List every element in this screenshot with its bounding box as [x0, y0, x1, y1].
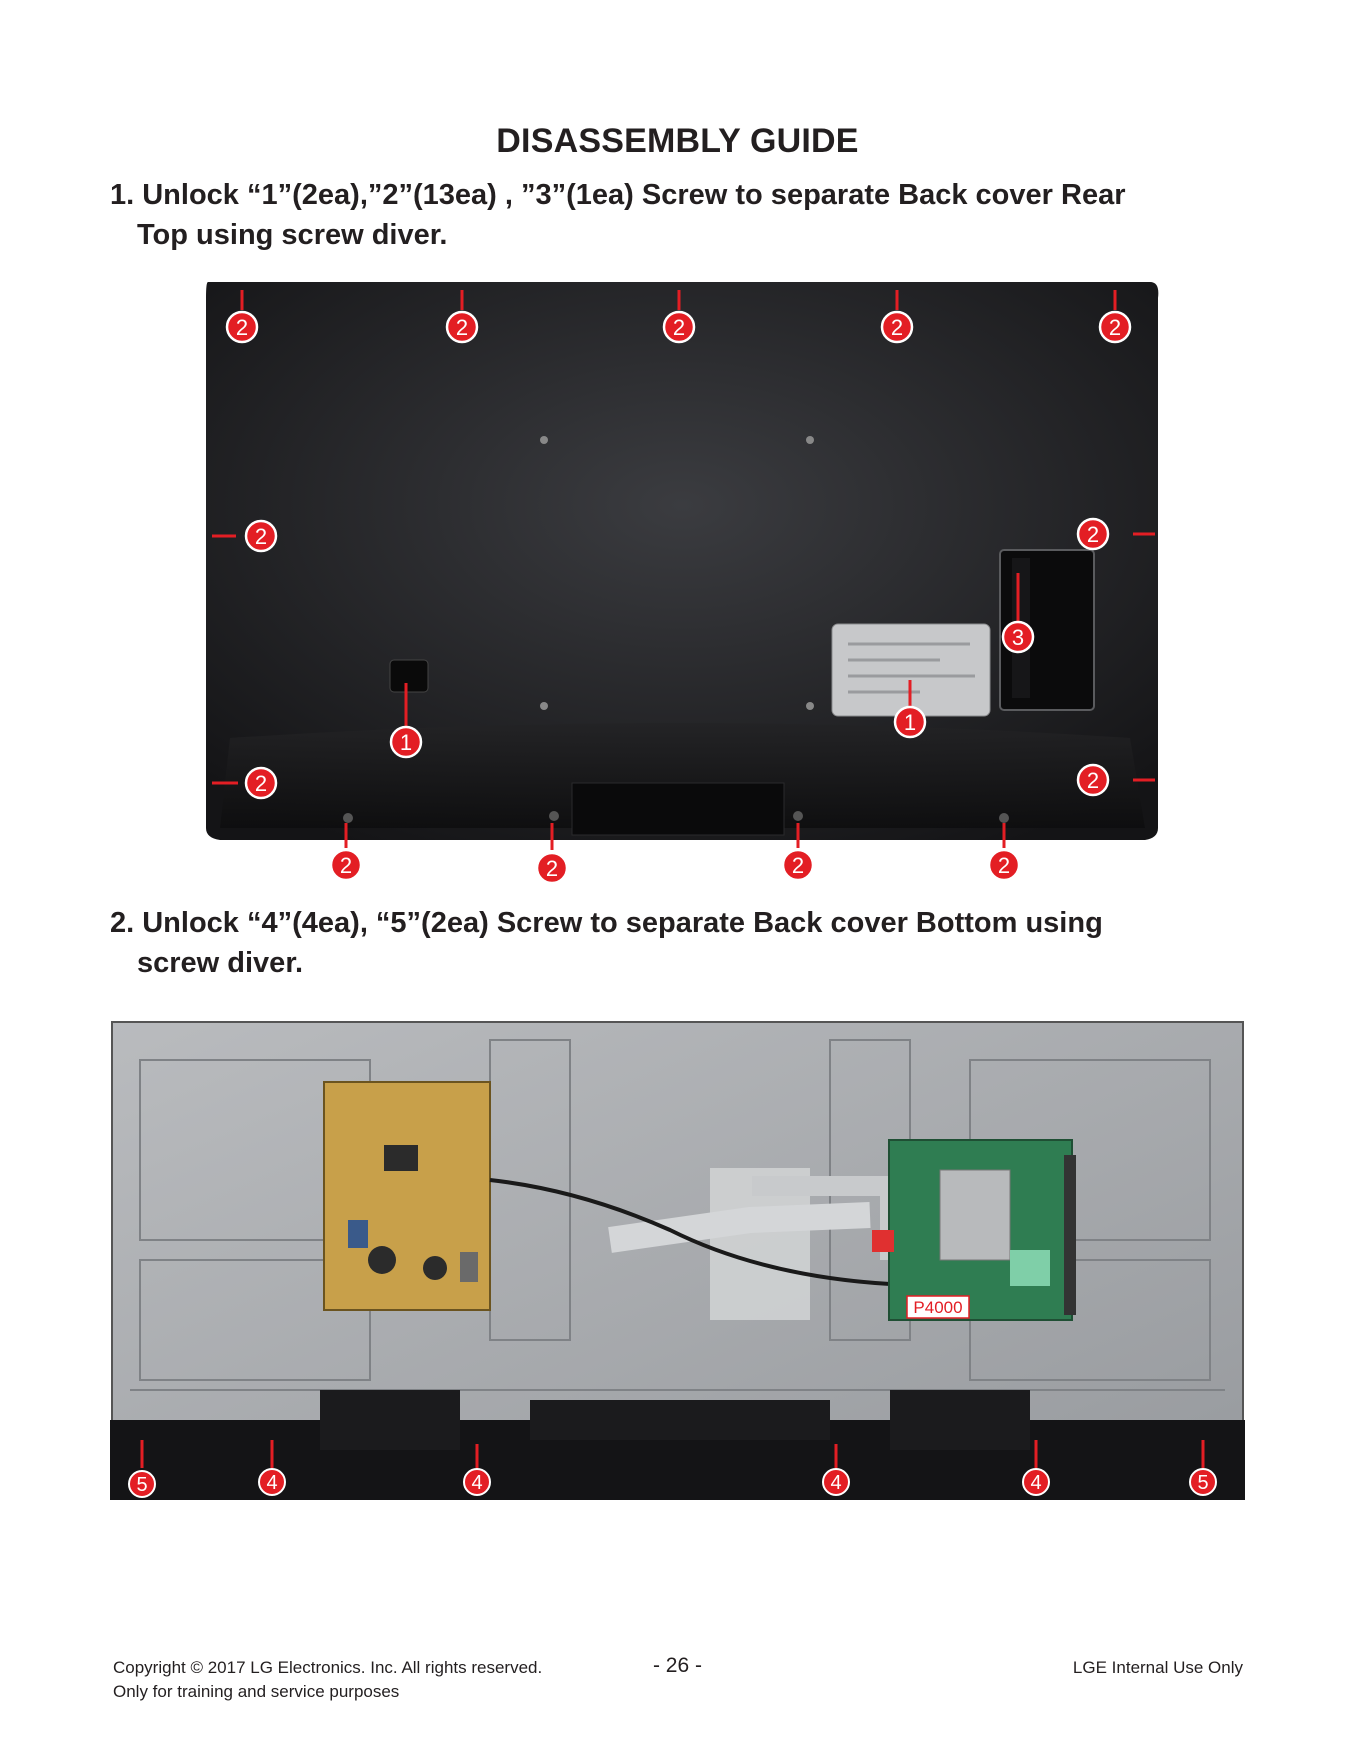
copyright-text: Copyright © 2017 LG Electronics. Inc. Al… — [113, 1658, 543, 1677]
stand-slot — [571, 782, 785, 836]
svg-text:1: 1 — [400, 730, 412, 755]
screw-marker-2: 2 — [225, 310, 259, 344]
svg-text:2: 2 — [792, 853, 804, 878]
screw-marker-4: 4 — [822, 1468, 850, 1496]
svg-text:5: 5 — [1197, 1472, 1208, 1494]
svg-text:2: 2 — [673, 315, 685, 340]
svg-text:2: 2 — [998, 853, 1010, 878]
svg-text:2: 2 — [546, 856, 558, 881]
screw-marker-2: 2 — [880, 310, 914, 344]
screw-marker-4: 4 — [1022, 1468, 1050, 1496]
svg-text:3: 3 — [1012, 625, 1024, 650]
step-1-line-1: 1. Unlock “1”(2ea),”2”(13ea) , ”3”(1ea) … — [110, 179, 1126, 211]
chassis-photo: P4000 5 4 4 4 4 5 — [110, 1021, 1245, 1500]
svg-text:4: 4 — [266, 1472, 277, 1494]
page-number: - 26 - — [652, 1654, 702, 1677]
svg-text:2: 2 — [456, 315, 468, 340]
step-1-instruction: 1. Unlock “1”(2ea),”2”(13ea) , ”3”(1ea) … — [110, 175, 1260, 255]
svg-text:4: 4 — [1030, 1472, 1041, 1494]
screw-marker-2: 2 — [329, 848, 363, 882]
footer-left: Copyright © 2017 LG Electronics. Inc. Al… — [113, 1656, 542, 1704]
svg-text:2: 2 — [1087, 522, 1099, 547]
screw-marker-2: 2 — [1076, 517, 1110, 551]
svg-text:2: 2 — [1109, 315, 1121, 340]
connector-label-p4000: P4000 — [906, 1295, 970, 1319]
svg-text:4: 4 — [830, 1472, 841, 1494]
svg-text:2: 2 — [236, 315, 248, 340]
step-1-line-2: Top using screw diver. — [137, 219, 448, 251]
svg-text:2: 2 — [1087, 768, 1099, 793]
internal-use-text: LGE Internal Use Only — [1072, 1658, 1243, 1677]
svg-text:2: 2 — [340, 853, 352, 878]
power-cable — [489, 1178, 911, 1287]
screw-marker-5: 5 — [128, 1470, 156, 1498]
screw-marker-2: 2 — [244, 766, 278, 800]
purpose-text: Only for training and service purposes — [113, 1682, 400, 1701]
svg-text:2: 2 — [255, 771, 267, 796]
screw-marker-2: 2 — [535, 851, 569, 885]
svg-text:4: 4 — [471, 1472, 482, 1494]
step-2-instruction: 2. Unlock “4”(4ea), “5”(2ea) Screw to se… — [110, 903, 1260, 983]
step-2-line-1: 2. Unlock “4”(4ea), “5”(2ea) Screw to se… — [110, 907, 1103, 939]
page-title: DISASSEMBLY GUIDE — [496, 122, 859, 160]
screw-marker-2: 2 — [1098, 310, 1132, 344]
screw-marker-2: 2 — [662, 310, 696, 344]
screw-marker-2: 2 — [445, 310, 479, 344]
screw-marker-1: 1 — [893, 705, 927, 739]
screw-marker-5: 5 — [1189, 1468, 1217, 1496]
screw-marker-4: 4 — [258, 1468, 286, 1496]
svg-text:1: 1 — [904, 710, 916, 735]
svg-text:5: 5 — [136, 1474, 147, 1496]
screw-marker-2: 2 — [244, 519, 278, 553]
screw-marker-1: 1 — [389, 725, 423, 759]
screw-marker-2: 2 — [781, 848, 815, 882]
screw-marker-3: 3 — [1001, 620, 1035, 654]
step-2-line-2: screw diver. — [137, 947, 304, 979]
svg-text:2: 2 — [255, 524, 267, 549]
screw-marker-2: 2 — [1076, 763, 1110, 797]
power-socket — [389, 659, 429, 693]
screw-marker-2: 2 — [987, 848, 1021, 882]
svg-text:P4000: P4000 — [913, 1298, 962, 1317]
screw-marker-4: 4 — [463, 1468, 491, 1496]
svg-text:2: 2 — [891, 315, 903, 340]
back-cover-photo: 2 2 2 2 2 2 2 3 1 1 2 2 2 2 2 2 — [206, 282, 1159, 885]
